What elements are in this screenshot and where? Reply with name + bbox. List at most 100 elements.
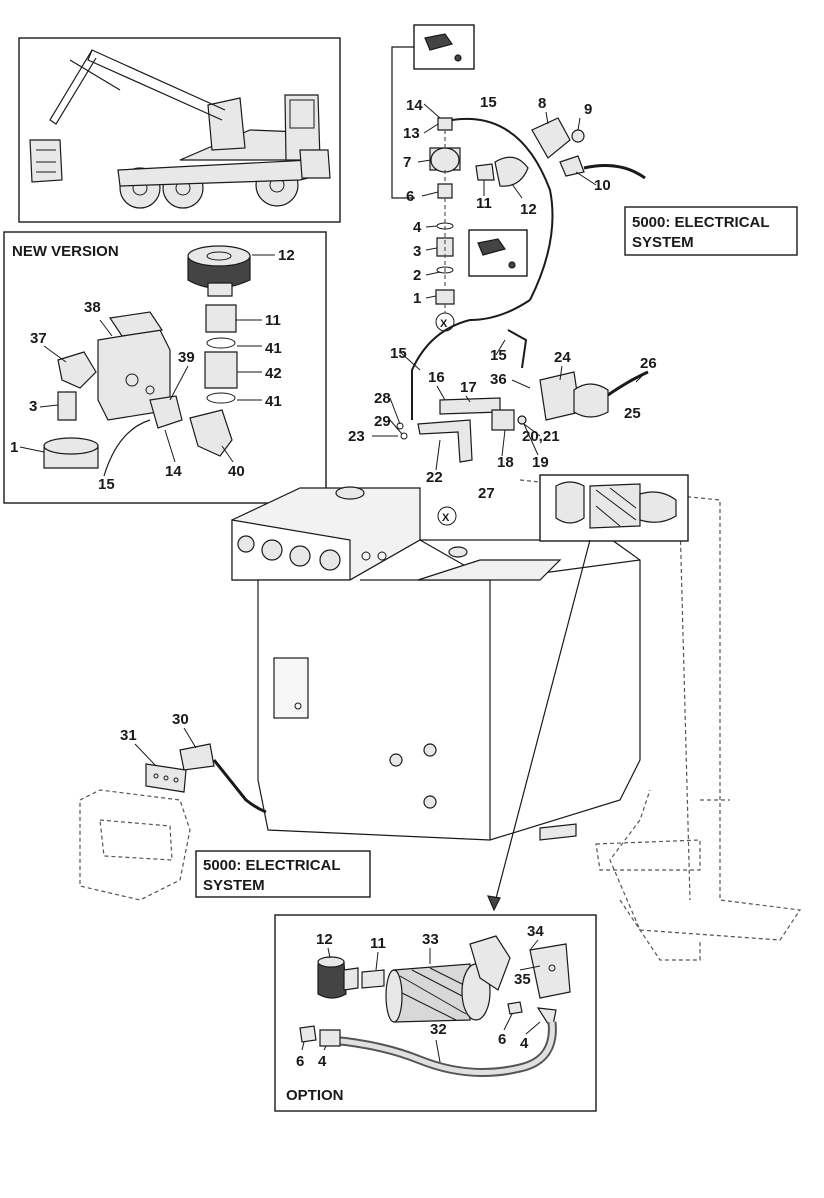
option-pointer-arrow xyxy=(493,539,591,907)
electrical-bottom-line-2: SYSTEM xyxy=(203,877,265,894)
label-17: 17 xyxy=(460,379,477,396)
label-x-lower: X xyxy=(442,512,450,524)
label-18: 18 xyxy=(497,454,514,471)
sensor-10 xyxy=(559,155,585,177)
oil-can-box-top xyxy=(413,24,475,70)
label-42: 42 xyxy=(265,365,282,382)
electrical-top-line-1: 5000: ELECTRICAL xyxy=(632,214,770,231)
filter-33 xyxy=(393,963,471,1023)
label-x-upper: X xyxy=(440,318,448,330)
sensor-30 xyxy=(179,743,215,771)
adapter-11 xyxy=(205,304,237,333)
bracket-34 xyxy=(469,935,511,991)
label-14: 14 xyxy=(406,97,423,114)
lower-left-assembly: 31 30 xyxy=(79,711,267,901)
label-13: 13 xyxy=(403,125,420,142)
label-19: 19 xyxy=(532,454,549,471)
label-25: 25 xyxy=(624,405,641,422)
electrical-ref-top: 5000: ELECTRICAL SYSTEM xyxy=(624,206,798,256)
label-29: 29 xyxy=(374,413,391,430)
label-9: 9 xyxy=(584,101,592,118)
label-27: 27 xyxy=(478,485,495,502)
label-8: 8 xyxy=(538,95,546,112)
label-14: 14 xyxy=(165,463,182,480)
bracket-27 xyxy=(417,419,473,463)
label-38: 38 xyxy=(84,299,101,316)
label-10: 10 xyxy=(594,177,611,194)
label-1: 1 xyxy=(10,439,18,456)
label-23: 23 xyxy=(348,428,365,445)
adapter-11-upper xyxy=(475,163,495,181)
label-24: 24 xyxy=(554,349,571,366)
label-34: 34 xyxy=(527,923,544,940)
oil-can-icon xyxy=(424,33,453,51)
option-adapter-11 xyxy=(361,969,385,989)
new-version-caption: NEW VERSION xyxy=(12,243,119,260)
label-3: 3 xyxy=(29,398,37,415)
label-4b: 4 xyxy=(520,1035,529,1052)
label-3: 3 xyxy=(413,243,421,260)
part-18 xyxy=(491,409,515,431)
label-41b: 41 xyxy=(265,393,282,410)
plate-31 xyxy=(145,763,187,793)
hose-15 xyxy=(103,419,151,477)
ring-9 xyxy=(571,129,585,143)
label-15c: 15 xyxy=(490,347,507,364)
label-6: 6 xyxy=(406,188,414,205)
option-caption: OPTION xyxy=(286,1087,344,1104)
label-37: 37 xyxy=(30,330,47,347)
extension-42 xyxy=(204,351,238,389)
option-filter-inset xyxy=(539,474,689,542)
label-31: 31 xyxy=(120,727,137,744)
label-33: 33 xyxy=(422,931,439,948)
label-15: 15 xyxy=(480,94,497,111)
electrical-ref-bottom: 5000: ELECTRICAL SYSTEM xyxy=(195,850,371,898)
label-11: 11 xyxy=(370,935,386,952)
oil-can-icon-2 xyxy=(477,238,506,256)
label-7: 7 xyxy=(403,154,411,171)
electrical-bottom-line-1: 5000: ELECTRICAL xyxy=(203,857,341,874)
label-36: 36 xyxy=(490,371,507,388)
machine-overview xyxy=(18,37,341,223)
label-30: 30 xyxy=(172,711,189,728)
label-26: 26 xyxy=(640,355,657,372)
label-16: 16 xyxy=(428,369,445,386)
label-35: 35 xyxy=(514,971,531,988)
label-12: 12 xyxy=(520,201,537,218)
label-39: 39 xyxy=(178,349,195,366)
label-1: 1 xyxy=(413,290,421,307)
seal-41a xyxy=(206,337,236,349)
label-6a: 6 xyxy=(296,1053,304,1070)
upper-assembly: 14 15 8 9 13 7 10 6 11 12 4 3 2 1 X 15 1… xyxy=(348,24,657,526)
arrow-head xyxy=(487,895,501,912)
label-15: 15 xyxy=(98,476,115,493)
elbow-40 xyxy=(189,409,233,457)
label-22: 22 xyxy=(426,469,443,486)
label-4: 4 xyxy=(413,219,422,236)
label-12: 12 xyxy=(316,931,333,948)
hydraulic-tank xyxy=(231,479,802,961)
label-41a: 41 xyxy=(265,340,282,357)
electrical-top-line-2: SYSTEM xyxy=(632,234,694,251)
label-11: 11 xyxy=(265,312,281,329)
label-20-21: 20,21 xyxy=(522,428,560,445)
label-40: 40 xyxy=(228,463,245,480)
label-28: 28 xyxy=(374,390,391,407)
cap-12-upper xyxy=(494,156,529,187)
label-15b: 15 xyxy=(390,345,407,362)
fitting-3 xyxy=(57,391,77,421)
fitting-39 xyxy=(149,395,183,429)
oil-can-box-mid xyxy=(468,229,528,277)
block-8 xyxy=(531,117,571,159)
label-4a: 4 xyxy=(318,1053,327,1070)
sensor-25 xyxy=(573,383,609,418)
label-6b: 6 xyxy=(498,1031,506,1048)
filler-cap-12 xyxy=(187,245,251,297)
label-2: 2 xyxy=(413,267,421,284)
option-panel: OPTION 12 11 33 34 35 6 4 32 6 4 xyxy=(274,914,597,1112)
new-version-panel: NEW VERSION 12 38 1 xyxy=(3,231,327,504)
label-12: 12 xyxy=(278,247,295,264)
label-32: 32 xyxy=(430,1021,447,1038)
label-11: 11 xyxy=(476,195,492,212)
